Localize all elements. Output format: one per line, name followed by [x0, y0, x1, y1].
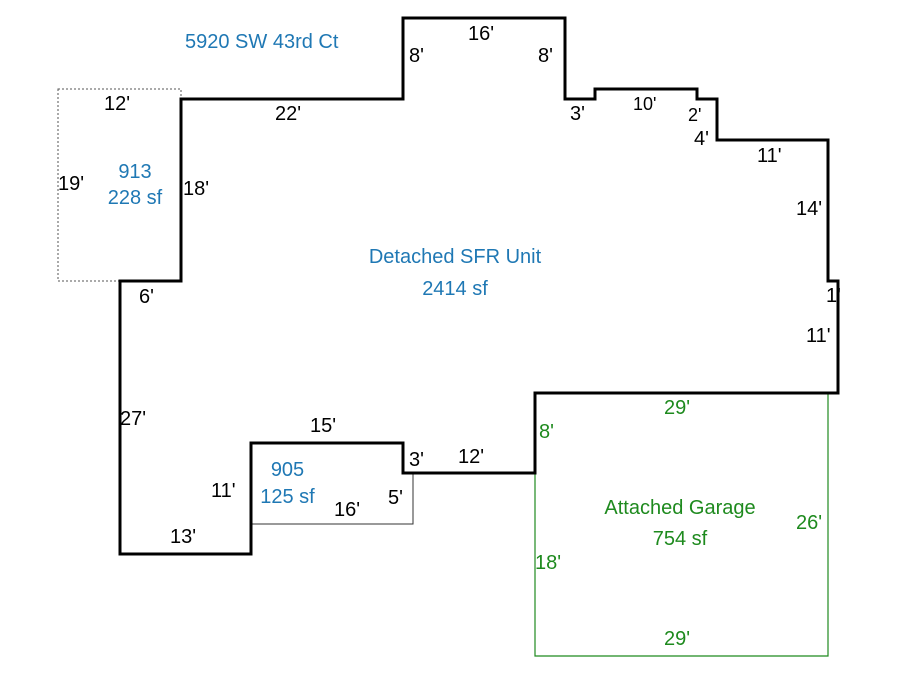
dim-label: 3' [570, 103, 585, 125]
area-905-name: 905 [270, 459, 305, 481]
dim-label: 16' [334, 499, 361, 521]
garage-area: 754 sf [652, 528, 708, 550]
dim-label: 16' [468, 23, 495, 45]
dim-label: 11' [806, 325, 831, 347]
main-unit-outline [118, 16, 840, 556]
dim-label: 6' [139, 286, 154, 308]
dim-label: 12' [458, 446, 485, 468]
dim-label: 22' [275, 103, 302, 125]
dim-label: 8' [538, 45, 553, 67]
area-905-area: 125 sf [260, 486, 315, 508]
area-913-area: 228 sf [107, 187, 163, 209]
main-unit-area: 2414 sf [422, 278, 488, 300]
dim-label: 2' [688, 105, 702, 125]
dim-label: 29' [664, 628, 691, 650]
dim-label: 14' [796, 198, 823, 220]
address-label: 5920 SW 43rd Ct [185, 31, 339, 53]
garage-name: Attached Garage [604, 497, 756, 519]
area-905-outline [251, 473, 414, 525]
dim-label: 12' [104, 93, 131, 115]
dim-label: 19' [58, 173, 85, 195]
area-913-name: 913 [118, 161, 152, 183]
dim-label: 13' [170, 526, 197, 548]
dim-label: 18' [183, 178, 210, 200]
dim-label: 26' [796, 512, 823, 534]
dim-label: 27' [120, 408, 147, 430]
main-unit-name: Detached SFR Unit [368, 246, 542, 268]
dim-label: 10' [633, 94, 657, 114]
dim-label: 29' [664, 397, 691, 419]
dim-label: 3' [409, 449, 424, 471]
dim-label: 4' [694, 128, 709, 150]
dim-label: 11' [211, 480, 236, 502]
dim-label: 8' [539, 421, 554, 443]
dim-label: 11' [757, 145, 782, 167]
dim-label: 15' [310, 415, 337, 437]
dim-label: 1' [826, 285, 841, 307]
dim-label: 5' [388, 487, 403, 509]
dim-label: 8' [409, 45, 424, 67]
garage-outline [534, 393, 829, 657]
dim-label: 18' [535, 552, 562, 574]
